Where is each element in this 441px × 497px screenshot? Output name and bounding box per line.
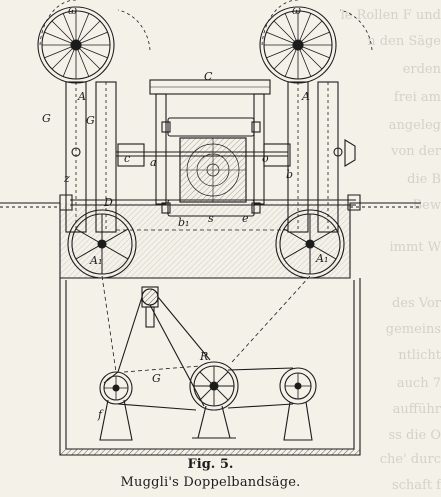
bg-line: ie Rollen F und (340, 8, 441, 23)
right-column (287, 81, 339, 233)
bg-line: von der (391, 144, 441, 159)
motor-pulley (141, 286, 159, 328)
lower-pulley-left (99, 371, 133, 405)
bg-line: gemeins (385, 322, 441, 337)
left-column (65, 81, 117, 233)
label-e: e (242, 212, 249, 225)
label-wheel-low-right: A₁ (315, 252, 328, 265)
bg-line: frei am (393, 90, 441, 105)
bg-line: Bew (412, 198, 441, 213)
bg-line: auch 7 (396, 376, 441, 391)
label-f: f (97, 408, 104, 421)
bg-line: immt W (389, 240, 441, 255)
label-s: s (208, 212, 214, 225)
bg-line: ntlicht (398, 348, 441, 363)
cross-shafts (70, 143, 356, 231)
label-z: z (63, 172, 70, 185)
bg-line: che' durc (379, 452, 441, 467)
bg-line: ss die O (388, 428, 441, 443)
swing-arcs (39, 0, 373, 51)
background-text-layer: ie Rollen F und n den Säge erden frei am… (341, 8, 441, 493)
bg-line: des Vor (391, 296, 441, 311)
label-motor-g: G (152, 372, 161, 385)
lower-right-wheel (275, 209, 345, 279)
left-pulley-stand (99, 399, 133, 441)
upper-roller (161, 117, 261, 137)
bg-line: n den Säge (367, 34, 441, 49)
label-wheel-top-left: ω (68, 4, 77, 17)
label-d: D (103, 196, 113, 209)
label-b: b (286, 168, 293, 181)
bg-line: erden (402, 62, 441, 77)
belts (101, 275, 311, 411)
top-right-wheel (259, 6, 337, 84)
figure-title: Muggli's Doppelbandsäge. (120, 475, 301, 490)
top-left-wheel (37, 6, 115, 84)
bg-line: die B (407, 172, 441, 187)
label-r: R (199, 350, 208, 363)
bg-line: aufführ (392, 402, 441, 417)
label-a: a (150, 156, 157, 169)
lower-pit (59, 278, 361, 456)
label-g-left: G (42, 112, 51, 125)
label-wheel-top-right: ω (292, 4, 301, 17)
label-frame-right: A (301, 90, 310, 103)
bandsaw-drawing: ω ω A A C G G z D e c a o b b₁ s A₁ A₁ G… (0, 0, 421, 456)
label-g-left-2: G (86, 114, 95, 127)
lower-pulley-right (279, 367, 317, 441)
label-wheel-low-left: A₁ (89, 254, 102, 267)
lower-left-wheel (67, 209, 137, 279)
label-frame-left: A (77, 90, 86, 103)
side-brackets (59, 139, 361, 211)
figure-number: Fig. 5. (187, 457, 234, 472)
log-section (179, 137, 247, 203)
label-b1: b₁ (178, 216, 189, 229)
label-c: c (124, 152, 130, 165)
bg-line: angeleg (388, 118, 441, 133)
lower-pulley-main (189, 361, 239, 439)
bg-line: schaft f (391, 478, 441, 493)
label-o: o (262, 152, 269, 165)
label-top-beam: C (204, 70, 213, 83)
